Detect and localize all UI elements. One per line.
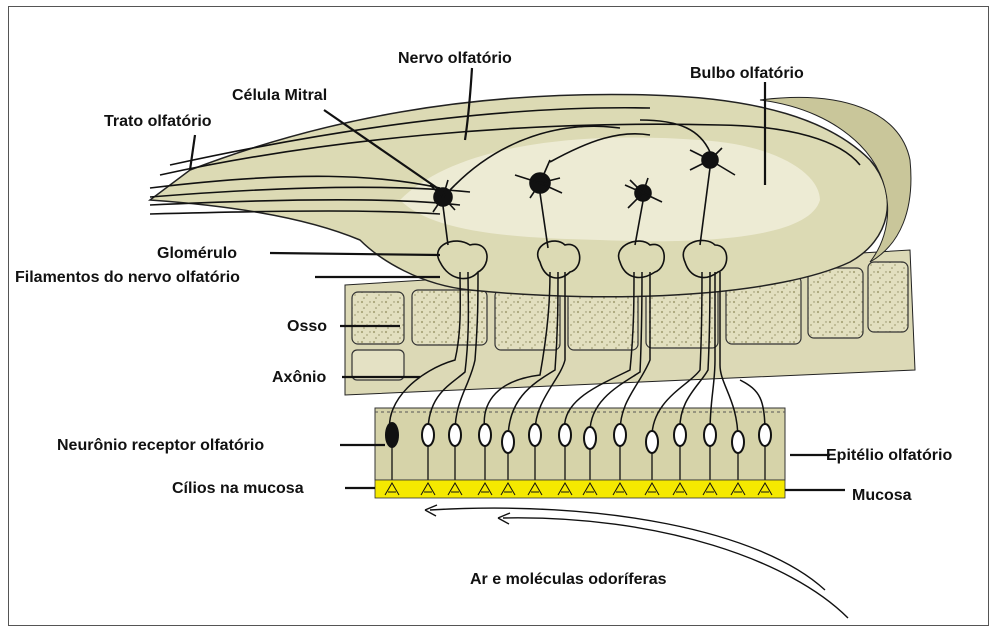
label-neuronio-receptor: Neurônio receptor olfatório bbox=[57, 437, 264, 454]
label-mucosa: Mucosa bbox=[852, 487, 912, 504]
label-axonio: Axônio bbox=[272, 369, 326, 386]
label-glomerulo: Glomérulo bbox=[157, 245, 237, 262]
label-osso: Osso bbox=[287, 318, 327, 335]
label-filamentos: Filamentos do nervo olfatório bbox=[15, 269, 240, 286]
label-ar-moleculas: Ar e moléculas odoríferas bbox=[470, 571, 667, 588]
mucosa-layer bbox=[375, 480, 785, 498]
label-epitelio-olfatorio: Epitélio olfatório bbox=[826, 447, 952, 464]
label-trato-olfatorio: Trato olfatório bbox=[104, 113, 212, 130]
airflow-arrows bbox=[425, 505, 848, 618]
olfactory-epithelium bbox=[375, 408, 785, 480]
label-nervo-olfatorio: Nervo olfatório bbox=[398, 50, 512, 67]
label-cilios-na-mucosa: Cílios na mucosa bbox=[172, 480, 304, 497]
label-celula-mitral: Célula Mitral bbox=[232, 87, 327, 104]
label-bulbo-olfatorio: Bulbo olfatório bbox=[690, 65, 804, 82]
